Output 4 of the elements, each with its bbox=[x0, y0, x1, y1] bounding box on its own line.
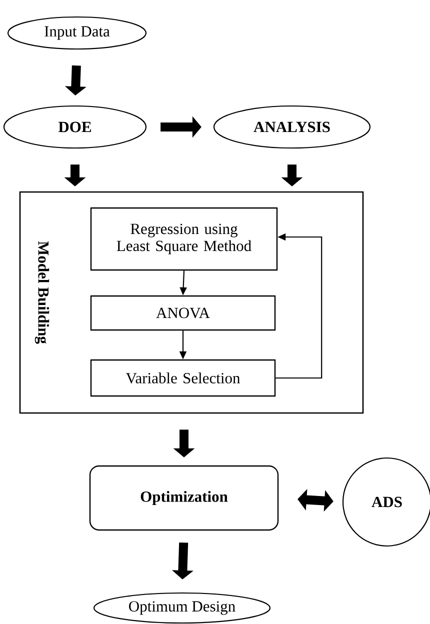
process-box: Optimization bbox=[89, 465, 279, 531]
process-box: ANOVA bbox=[90, 295, 276, 331]
process-box: Regression using Least Square Method bbox=[90, 207, 278, 271]
process-box: Variable Selection bbox=[90, 359, 276, 397]
